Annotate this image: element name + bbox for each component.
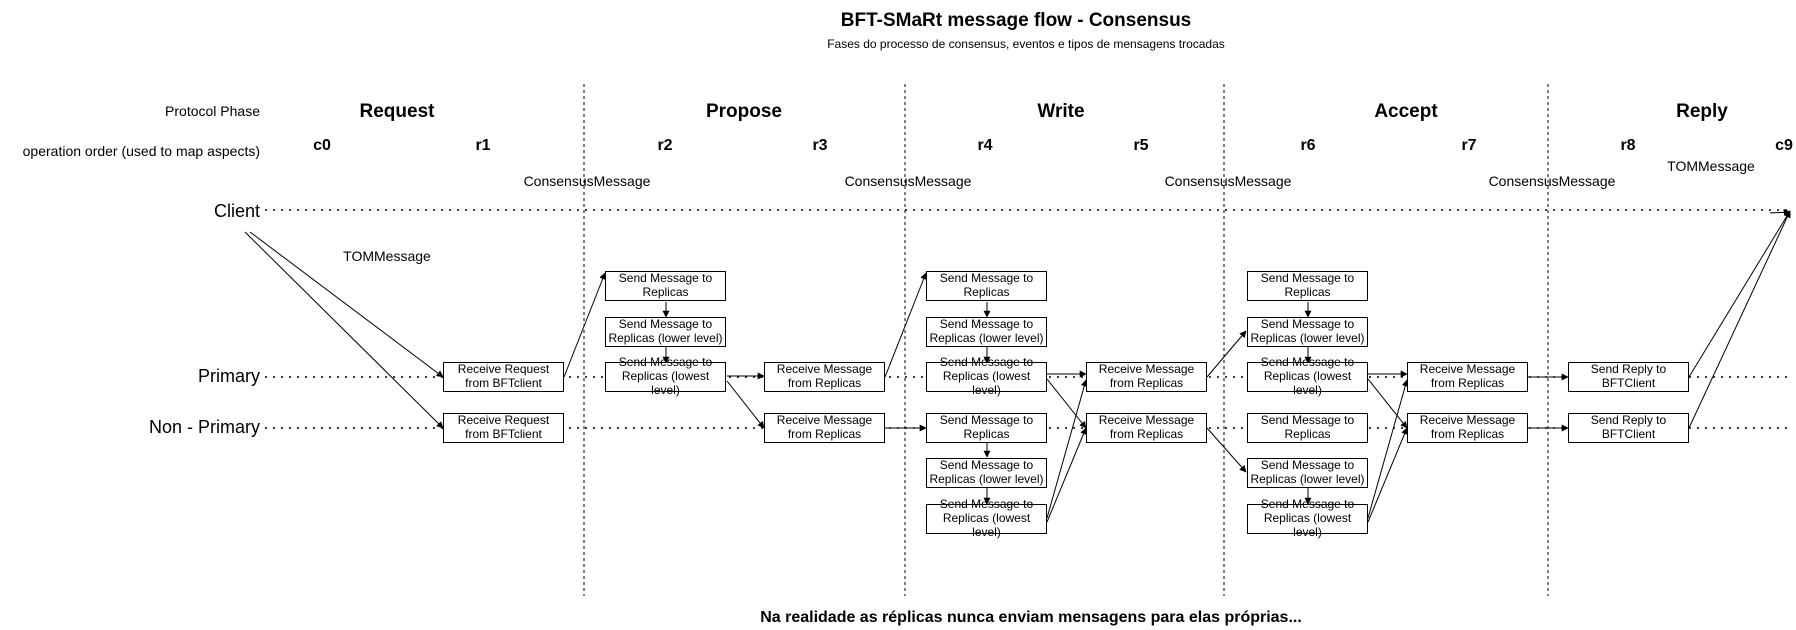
propose-send-box: Send Message to Replicas (605, 271, 726, 301)
message-label-tom-request: TOMMessage (343, 248, 431, 264)
r6-primary-send-box: Send Message to Replicas (1247, 271, 1368, 301)
r4-primary-send-box: Send Message to Replicas (926, 271, 1047, 301)
accept-edge (1367, 379, 1409, 519)
op-r4: r4 (977, 137, 993, 154)
propose-edge (726, 380, 765, 429)
write-edge (884, 272, 927, 378)
request-edge (244, 231, 444, 429)
r6-nonprimary-send-box: Send Message to Replicas (1247, 413, 1368, 443)
op-r6: r6 (1300, 137, 1316, 154)
phase-reply: Reply (1676, 101, 1728, 122)
r4-primary-send-lowest-box: Send Message to Replicas (lowest level) (926, 355, 1047, 397)
diagram-subtitle: Fases do processo de consensus, eventos … (827, 37, 1225, 51)
client-reply-stub (1769, 208, 1791, 216)
r6-nonprimary-send-lowest-box: Send Message to Replicas (lowest level) (1247, 497, 1368, 539)
op-r1: r1 (475, 137, 491, 154)
r7-receive-primary-box: Receive Message from Replicas (1407, 362, 1528, 392)
r6-primary-send-lowest-box: Send Message to Replicas (lowest level) (1247, 355, 1368, 397)
phase-accept: Accept (1374, 101, 1438, 122)
message-label-propose: ConsensusMessage (523, 173, 651, 189)
accept-edge (1206, 330, 1247, 378)
write-edge (1046, 427, 1087, 523)
r3-receive-primary-box: Receive Message from Replicas (764, 362, 885, 392)
op-r3: r3 (812, 137, 828, 154)
op-r8: r8 (1620, 137, 1636, 154)
accept-edge (1206, 427, 1247, 473)
message-label-reply: ConsensusMessage (1488, 173, 1616, 189)
receive-request-nonprimary-box: Receive Request from BFTclient (443, 413, 564, 443)
r8-reply-nonprimary-box: Send Reply to BFTClient (1568, 413, 1689, 443)
diagram-title: BFT-SMaRt message flow - Consensus (840, 10, 1192, 31)
protocol-phase-header: Protocol Phase (165, 103, 260, 119)
receive-request-primary-box: Receive Request from BFTclient (443, 362, 564, 392)
phase-write: Write (1037, 101, 1085, 122)
r8-reply-primary-box: Send Reply to BFTClient (1568, 362, 1689, 392)
r6-nonprimary-send-lower-box: Send Message to Replicas (lower level) (1247, 458, 1368, 488)
r5-receive-primary-box: Receive Message from Replicas (1086, 362, 1207, 392)
r4-nonprimary-send-box: Send Message to Replicas (926, 413, 1047, 443)
accept-edge (1367, 378, 1408, 429)
r7-receive-nonprimary-box: Receive Message from Replicas (1407, 413, 1528, 443)
operation-order-header: operation order (used to map aspects) (22, 143, 260, 159)
op-c9: c9 (1775, 137, 1793, 154)
message-label-tom-reply: TOMMessage (1667, 158, 1755, 174)
r4-nonprimary-send-lowest-box: Send Message to Replicas (lowest level) (926, 497, 1047, 539)
propose-edge (563, 272, 606, 378)
write-edge (1046, 378, 1087, 429)
phase-request: Request (359, 101, 435, 122)
op-r7: r7 (1461, 137, 1477, 154)
op-r5: r5 (1133, 137, 1149, 154)
footer-note: Na realidade as réplicas nunca enviam me… (760, 609, 1302, 626)
r5-receive-nonprimary-box: Receive Message from Replicas (1086, 413, 1207, 443)
propose-send-lower-box: Send Message to Replicas (lower level) (605, 317, 726, 347)
lane-primary: Primary (198, 366, 260, 386)
write-edge (1046, 379, 1088, 519)
reply-edge (1688, 210, 1791, 429)
message-label-write: ConsensusMessage (844, 173, 972, 189)
propose-send-lowest-box: Send Message to Replicas (lowest level) (605, 355, 726, 397)
reply-edge (1688, 210, 1791, 378)
r3-receive-nonprimary-box: Receive Message from Replicas (764, 413, 885, 443)
phase-propose: Propose (705, 101, 783, 122)
message-label-accept: ConsensusMessage (1164, 173, 1292, 189)
op-c0: c0 (313, 137, 331, 154)
r6-primary-send-lower-box: Send Message to Replicas (lower level) (1247, 317, 1368, 347)
r4-primary-send-lower-box: Send Message to Replicas (lower level) (926, 317, 1047, 347)
lane-client: Client (213, 201, 260, 221)
op-r2: r2 (657, 137, 673, 154)
r4-nonprimary-send-lower-box: Send Message to Replicas (lower level) (926, 458, 1047, 488)
lane-nonprimary: Non - Primary (148, 417, 260, 437)
accept-edge (1367, 427, 1408, 523)
request-edge (249, 231, 444, 378)
